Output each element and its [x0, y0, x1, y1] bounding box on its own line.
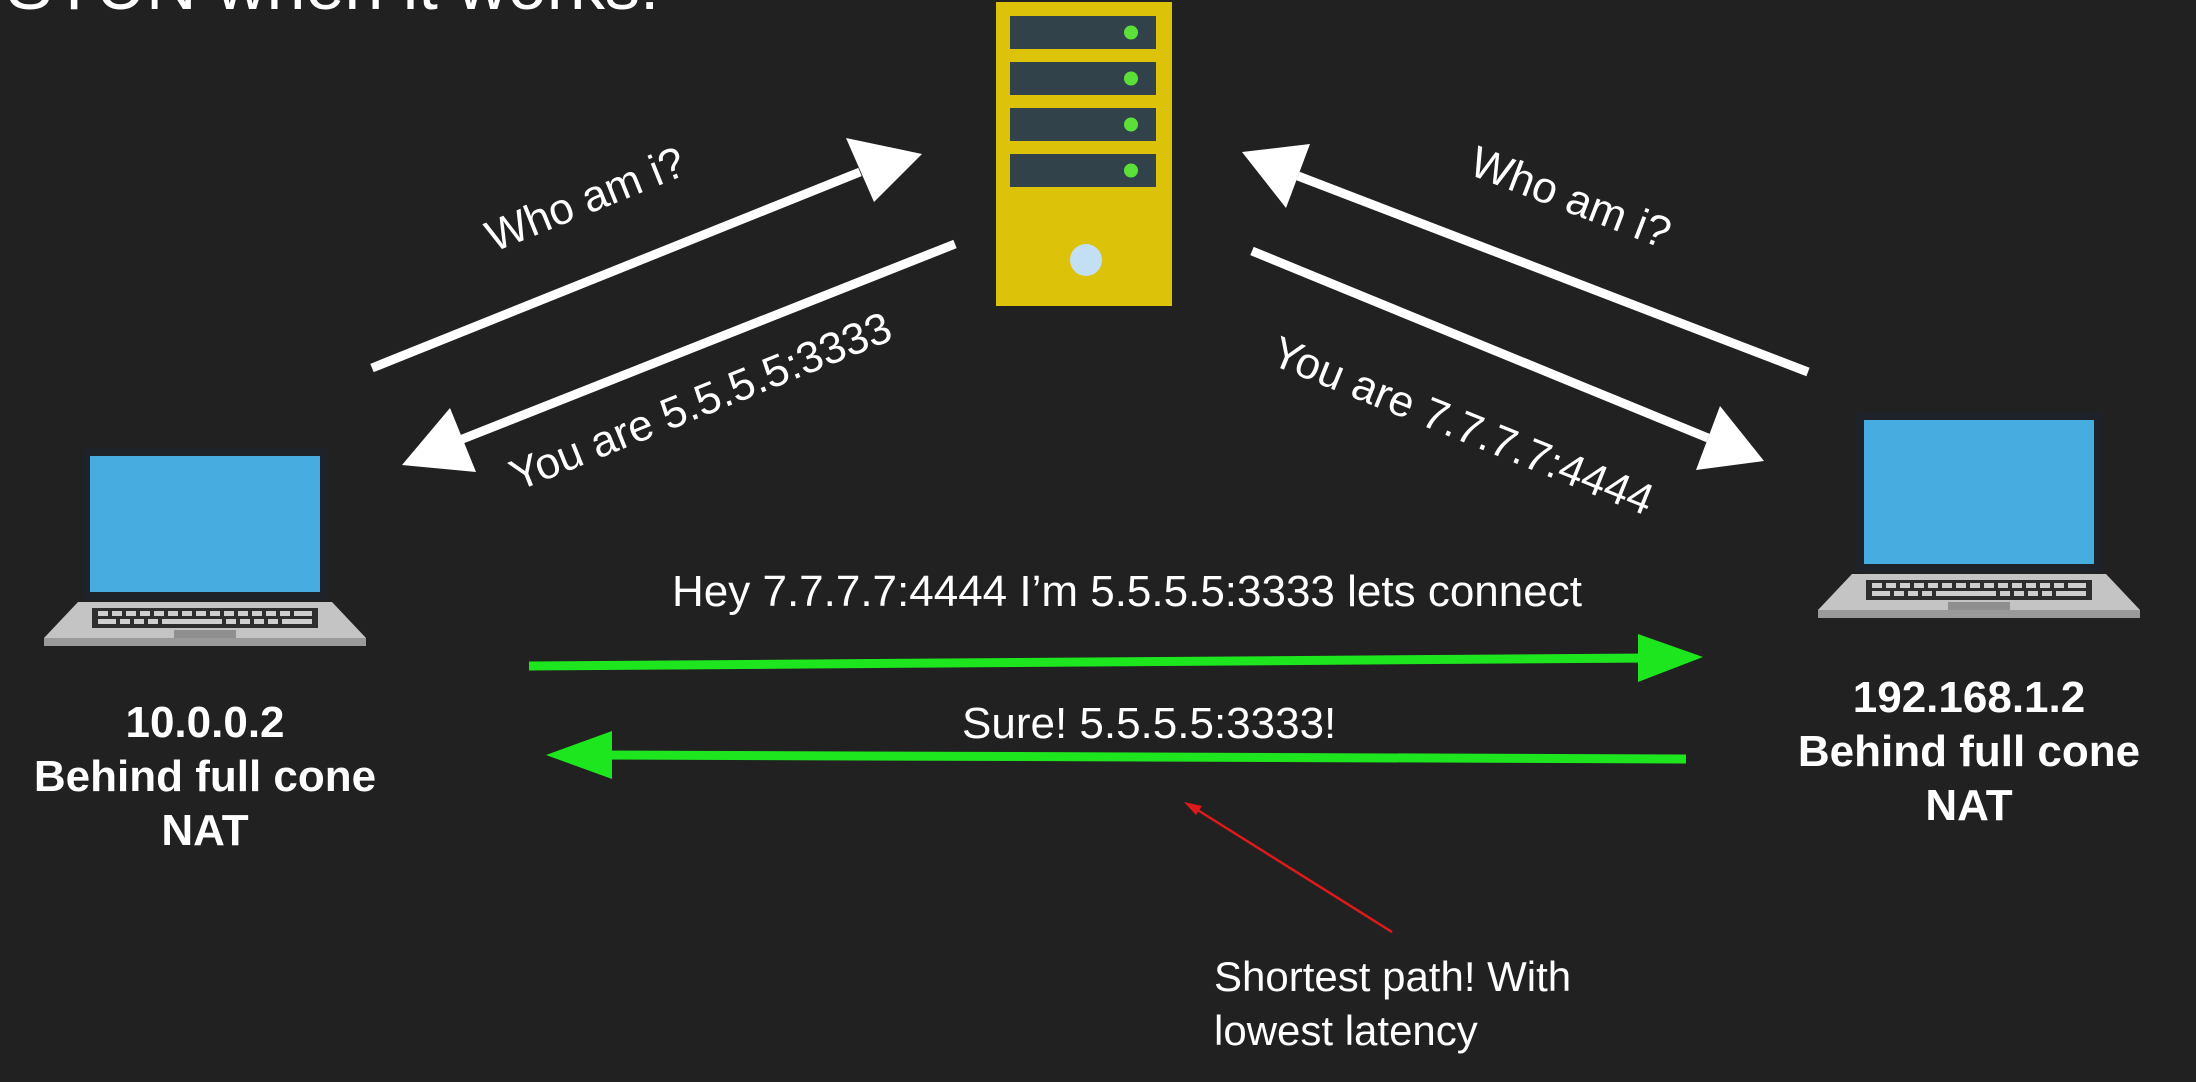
right-client-label: 192.168.1.2 Behind full cone NAT: [1759, 671, 2179, 833]
left-client-ip: 10.0.0.2: [125, 698, 285, 747]
left-client-label: 10.0.0.2 Behind full cone NAT: [0, 696, 415, 858]
left-request-arrow: [370, 138, 922, 373]
right-laptop-icon: [1818, 412, 2140, 618]
annotation-line1: Shortest path! With: [1214, 953, 1572, 1000]
page-title: STUN when it works!: [6, 0, 659, 20]
left-client-nat-line2: NAT: [161, 806, 249, 855]
right-response-arrow: [1250, 246, 1764, 470]
left-response-arrow: [402, 239, 957, 472]
p2p-arrow-to-left: [546, 731, 1687, 779]
right-client-ip: 192.168.1.2: [1852, 673, 2086, 722]
right-client-nat-line2: NAT: [1925, 781, 2013, 830]
annotation-line2: lowest latency: [1214, 1007, 1478, 1054]
left-laptop-icon: [44, 448, 366, 646]
annotation-note: Shortest path! With lowest latency: [1214, 950, 1571, 1058]
right-client-nat-line1: Behind full cone: [1797, 727, 2141, 776]
p2p-arrow-to-right: [528, 634, 1703, 682]
annotation-arrow: [1184, 802, 1393, 934]
server-icon: [996, 2, 1172, 306]
left-client-nat-line1: Behind full cone: [33, 752, 377, 801]
p2p-to-left-label: Sure! 5.5.5.5:3333!: [962, 699, 1337, 748]
right-request-arrow: [1242, 144, 1810, 377]
p2p-to-right-label: Hey 7.7.7.7:4444 I’m 5.5.5.5:3333 lets c…: [672, 567, 1582, 616]
